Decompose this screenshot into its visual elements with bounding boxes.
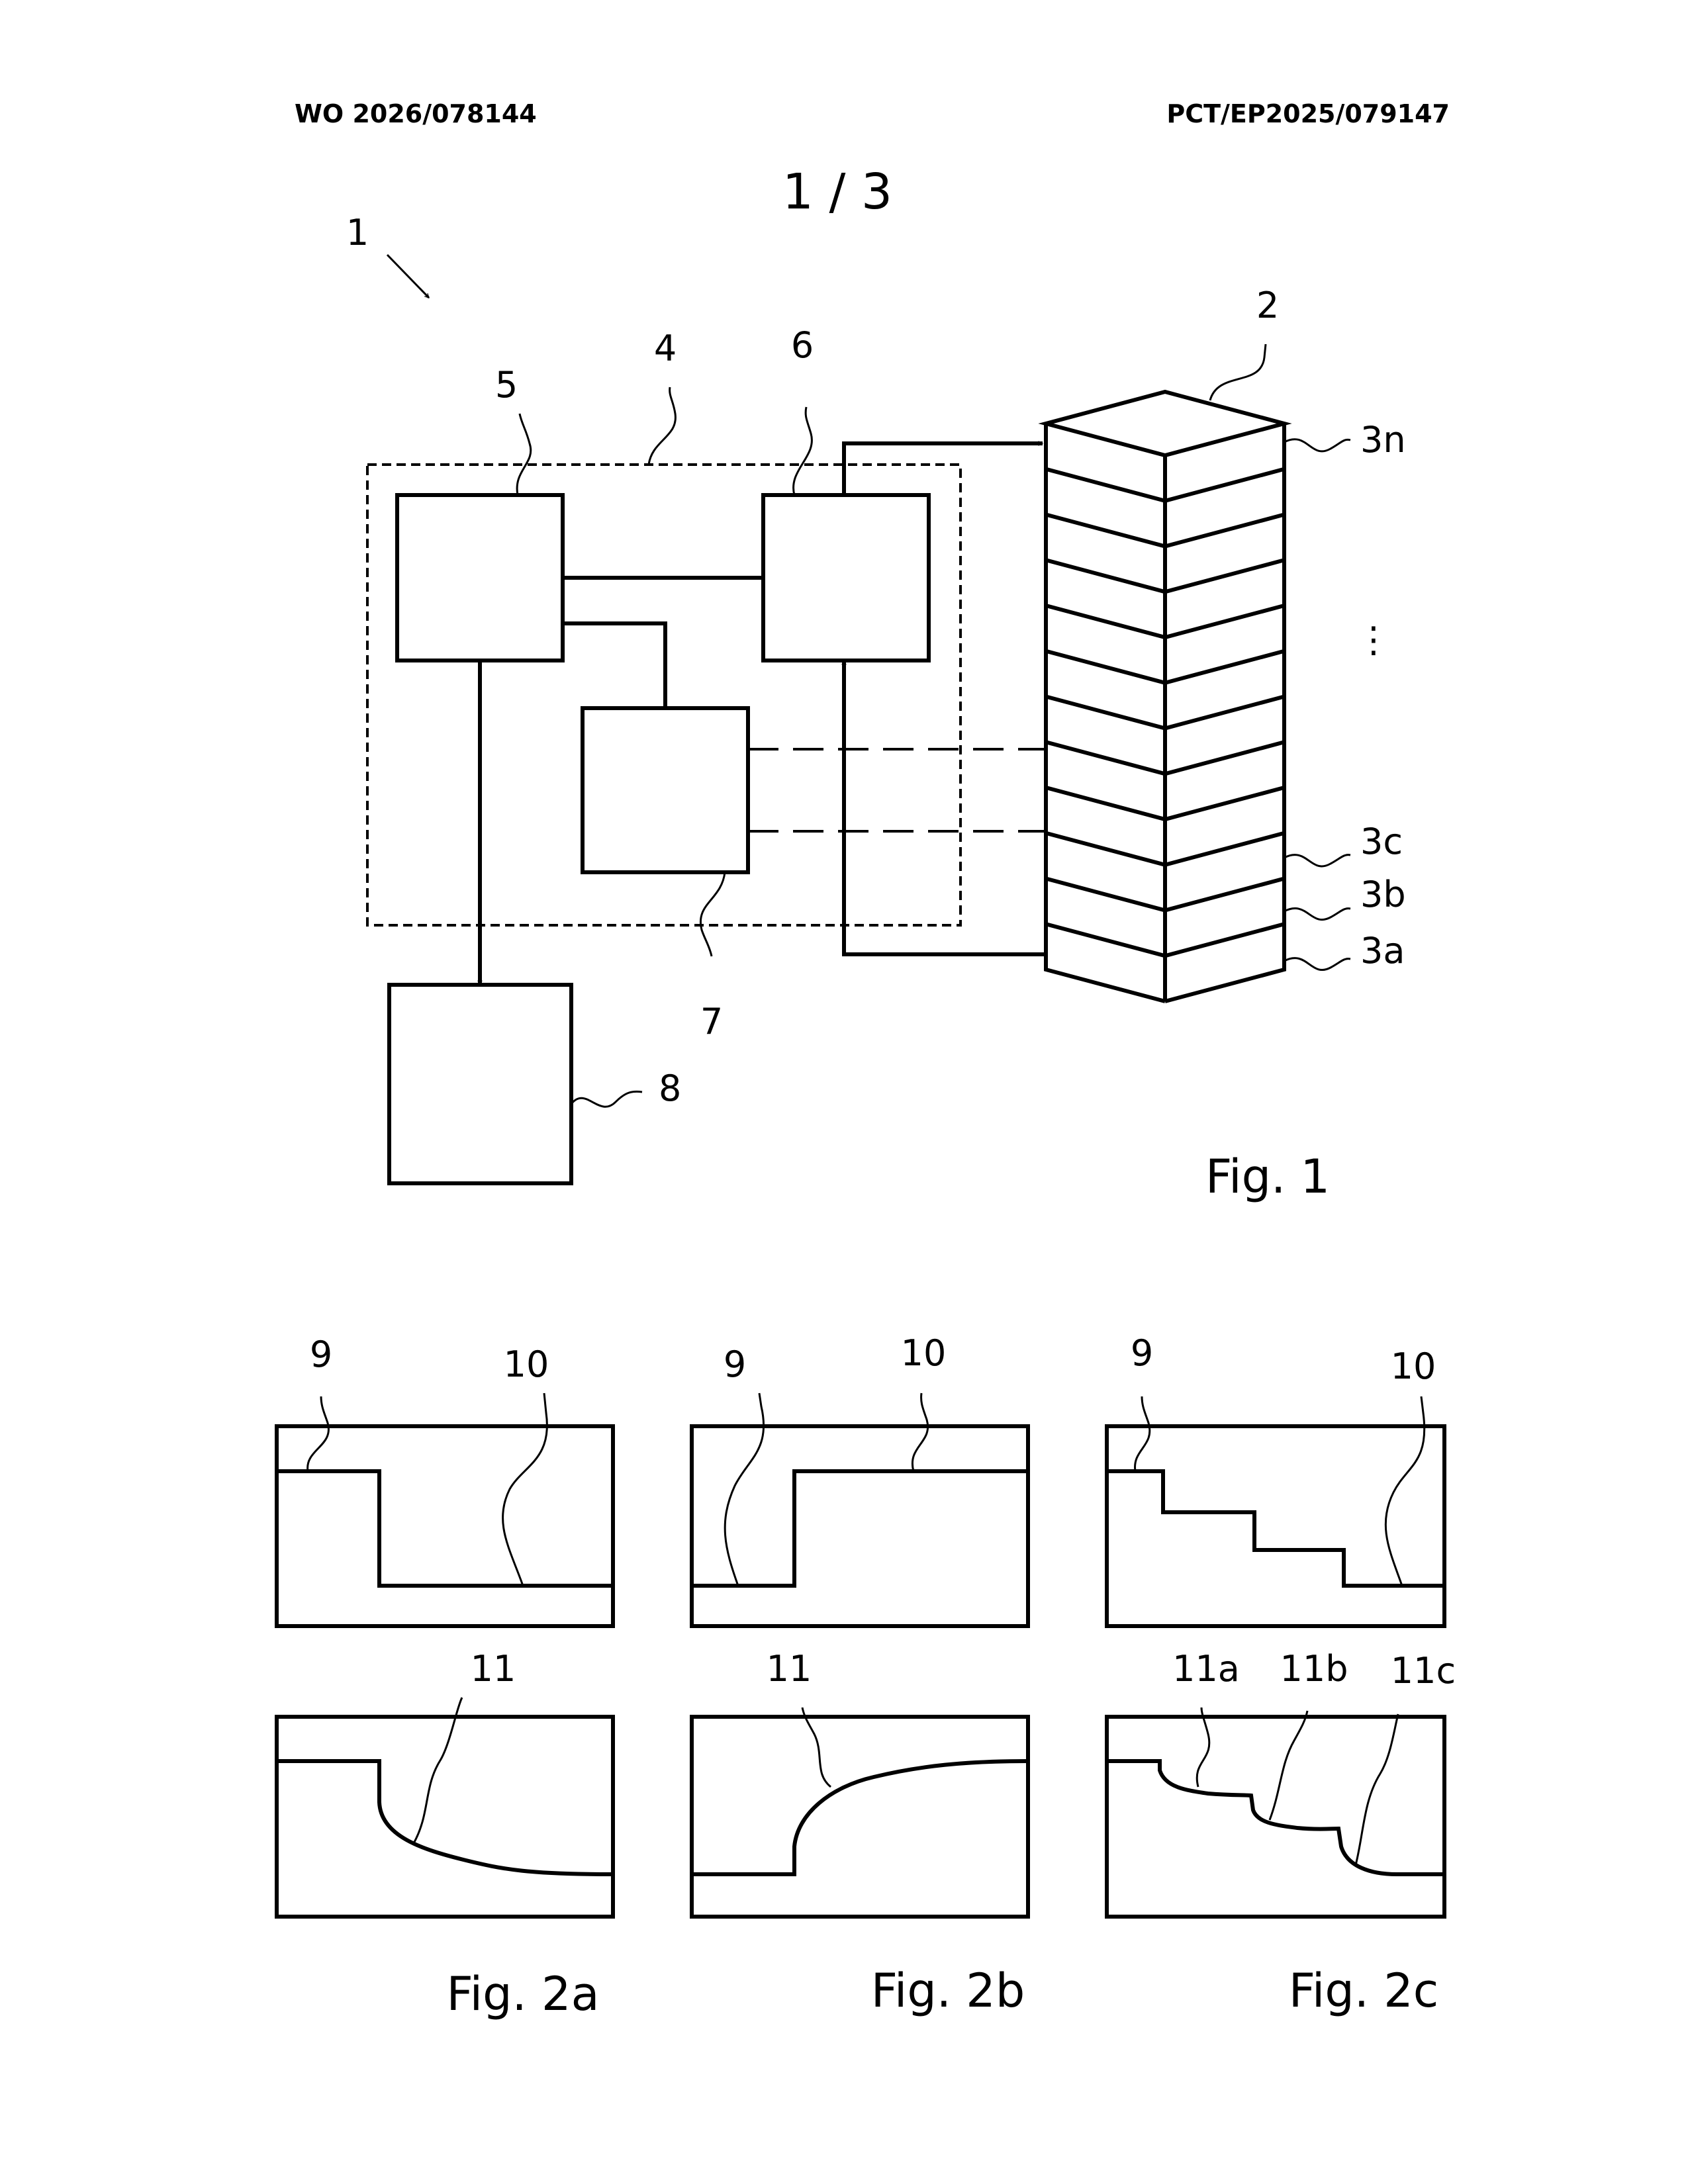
ref-5-label: 5 xyxy=(495,364,518,406)
fig-2a-caption: Fig. 2a xyxy=(447,1967,600,2021)
fig-2c-response-trace-11abc xyxy=(1107,1761,1444,1874)
fig-2c-leader-9 xyxy=(1135,1396,1150,1471)
leader-7 xyxy=(700,872,725,956)
fig-2c-ref-11a: 11a xyxy=(1172,1648,1240,1690)
figure-2b: 9 10 11 Fig. 2b xyxy=(692,1332,1028,2018)
figure-2c: 9 10 11a 11b 11c Fig. 2c xyxy=(1107,1332,1456,2018)
leader-6 xyxy=(794,407,812,495)
fig-2b-upper-panel xyxy=(692,1426,1028,1626)
leader-3b xyxy=(1284,909,1350,920)
arrow-stack-to-6 xyxy=(844,660,1046,954)
stack-top-face xyxy=(1046,392,1284,455)
fig-2a-ref-9: 9 xyxy=(310,1334,332,1375)
fig-2b-ref-9: 9 xyxy=(724,1343,746,1385)
fig-2a-ref-11: 11 xyxy=(471,1648,516,1690)
fig-2b-caption: Fig. 2b xyxy=(871,1964,1025,2018)
leader-3c xyxy=(1284,855,1350,866)
block-7 xyxy=(583,708,748,872)
fig-2a-leader-11 xyxy=(414,1698,462,1843)
ref-7-label: 7 xyxy=(700,1001,723,1042)
fig-2b-leader-9 xyxy=(725,1393,763,1586)
block-6 xyxy=(763,495,929,660)
fig-2a-step-down-trace xyxy=(277,1471,613,1586)
arrow-6-to-stack xyxy=(844,443,1043,495)
ref-4-label: 4 xyxy=(654,328,677,369)
fig-2b-response-trace-11 xyxy=(692,1761,1028,1874)
fig-2c-caption: Fig. 2c xyxy=(1289,1964,1439,2018)
fig-2c-lower-panel xyxy=(1107,1717,1444,1917)
figure-1: 1 2 3n ⋮ 3c xyxy=(346,212,1406,1204)
leader-5 xyxy=(517,414,531,495)
fig-2b-ref-10: 10 xyxy=(901,1332,947,1374)
fig-2b-step-up-trace xyxy=(692,1471,1028,1586)
connector-5-7 xyxy=(563,623,665,708)
ref-3c-label: 3c xyxy=(1360,821,1403,862)
figure-2a: 9 10 11 Fig. 2a xyxy=(277,1334,613,2021)
cells-ellipsis: ⋮ xyxy=(1356,619,1391,660)
fig-2a-ref-10: 10 xyxy=(504,1343,549,1385)
fig-2c-leader-11c xyxy=(1356,1714,1398,1865)
leader-8 xyxy=(571,1091,642,1107)
fig-2c-ref-11c: 11c xyxy=(1391,1650,1456,1692)
leader-3a xyxy=(1284,958,1350,970)
fig-2c-staircase-trace xyxy=(1107,1471,1444,1586)
ref-1-label: 1 xyxy=(346,212,369,253)
block-5 xyxy=(397,495,563,660)
fig-2a-response-trace-11 xyxy=(277,1761,613,1874)
fig-2c-leader-11a xyxy=(1197,1707,1209,1787)
fig-2c-ref-9: 9 xyxy=(1131,1332,1153,1374)
fig-2a-leader-10 xyxy=(503,1393,547,1586)
leader-4 xyxy=(649,387,675,465)
fig-2b-ref-11: 11 xyxy=(767,1648,812,1690)
leader-2 xyxy=(1210,344,1266,400)
ref-1-arrow xyxy=(387,255,429,298)
ref-8-label: 8 xyxy=(659,1068,681,1109)
ref-3a-label: 3a xyxy=(1360,930,1405,972)
fig-2c-ref-11b: 11b xyxy=(1280,1648,1348,1690)
fig-2b-leader-10 xyxy=(912,1393,927,1471)
cell-stack-2 xyxy=(1046,392,1284,1001)
ref-3b-label: 3b xyxy=(1360,874,1406,915)
block-8 xyxy=(389,985,571,1183)
fig-1-caption: Fig. 1 xyxy=(1205,1150,1330,1204)
fig-2c-leader-11b xyxy=(1270,1711,1307,1820)
fig-2b-leader-11 xyxy=(802,1707,831,1787)
fig-2b-lower-panel xyxy=(692,1717,1028,1917)
fig-2c-upper-panel xyxy=(1107,1426,1444,1626)
ref-3n-label: 3n xyxy=(1360,419,1406,461)
fig-2a-leader-9 xyxy=(308,1396,329,1471)
fig-2a-lower-panel xyxy=(277,1717,613,1917)
publication-number: WO 2026/078144 xyxy=(295,99,537,128)
leader-3n xyxy=(1284,439,1350,451)
ref-6-label: 6 xyxy=(791,324,814,366)
fig-2a-upper-panel xyxy=(277,1426,613,1626)
ref-2-label: 2 xyxy=(1256,285,1279,326)
sheet-number: 1 / 3 xyxy=(782,163,892,220)
application-number: PCT/EP2025/079147 xyxy=(1166,99,1450,128)
fig-2c-ref-10: 10 xyxy=(1391,1345,1436,1387)
